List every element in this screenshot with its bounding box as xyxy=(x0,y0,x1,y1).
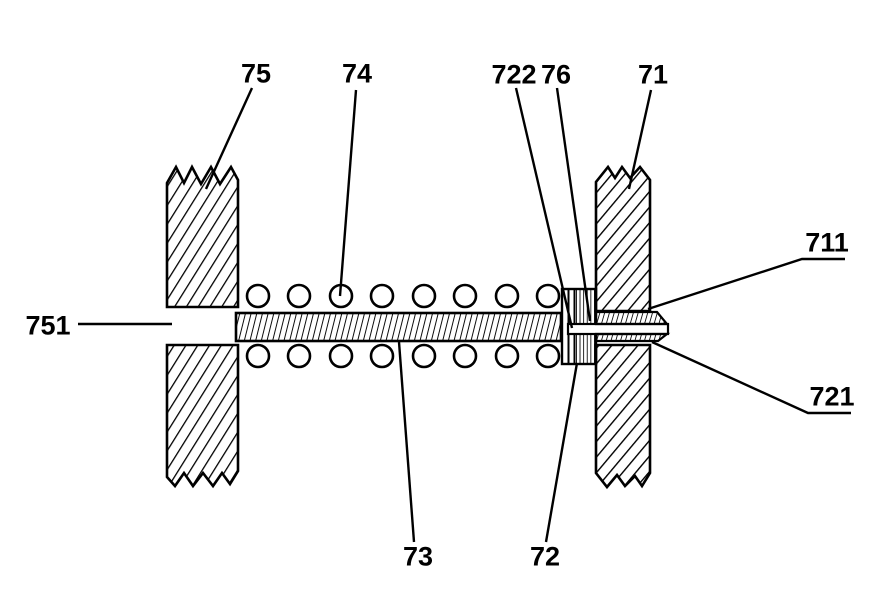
label-74: 74 xyxy=(341,58,373,89)
left-wall-upper-75 xyxy=(165,164,240,309)
label-751: 751 xyxy=(25,310,71,341)
leader-721 xyxy=(651,340,851,415)
leader-711 xyxy=(647,257,845,311)
leader-72 xyxy=(544,362,579,543)
spring-coil-upper-row-74 xyxy=(245,283,561,309)
screw-thread-lower-721 xyxy=(594,332,671,343)
leader-lines xyxy=(78,87,851,543)
leader-76 xyxy=(555,87,592,322)
rod-73 xyxy=(234,311,563,343)
label-75: 75 xyxy=(240,58,272,89)
label-722: 722 xyxy=(491,59,537,90)
label-72: 72 xyxy=(529,541,561,572)
label-711: 711 xyxy=(805,227,849,258)
screw-76 xyxy=(566,310,671,343)
screw-thread-upper-721 xyxy=(594,310,670,326)
label-71: 71 xyxy=(637,59,669,90)
spring-coil-lower-row-74 xyxy=(245,343,561,369)
leader-75 xyxy=(204,87,254,190)
leader-71 xyxy=(627,89,653,190)
leader-73 xyxy=(397,341,416,543)
right-wall-upper-71 xyxy=(594,164,652,313)
label-76: 76 xyxy=(540,59,572,90)
leader-722 xyxy=(514,87,574,329)
label-73: 73 xyxy=(402,541,434,572)
label-721: 721 xyxy=(809,381,855,412)
left-wall-lower-75 xyxy=(165,343,240,489)
leader-74 xyxy=(338,89,358,297)
screw-shank xyxy=(566,322,670,336)
right-wall-lower-71 xyxy=(594,343,652,490)
